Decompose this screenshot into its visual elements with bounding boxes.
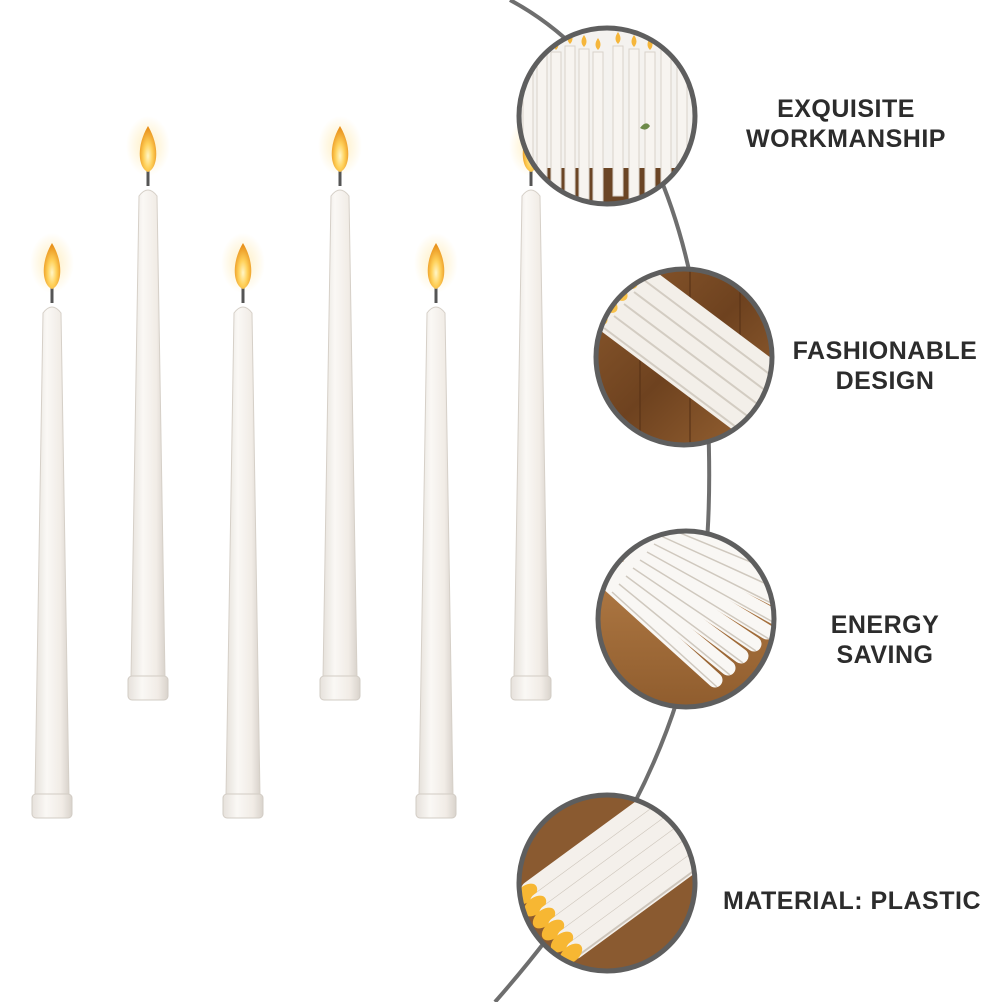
mini-candle [602,577,723,688]
candle [221,233,265,819]
mini-candle [612,45,624,197]
feature-line: WORKMANSHIP [746,125,946,153]
flame-icon [631,35,637,47]
feature-label-energy: ENERGY SAVING [735,610,1002,670]
mini-candle [605,301,772,439]
candle-base [222,793,264,819]
candle-body [322,189,358,679]
feature-line: FASHIONABLE [792,337,978,365]
mini-candle [609,569,736,676]
feature-label-workmanship: EXQUISITE WORKMANSHIP [696,94,996,154]
flame-icon [679,35,685,47]
mini-candle [616,561,749,664]
flame-icon [539,35,545,47]
candle-base [319,675,361,701]
feature-line: SAVING [836,641,934,669]
wick [146,170,150,186]
candle [126,116,170,701]
flame-icon [139,126,157,172]
candle-base [510,675,552,701]
feature-line: EXQUISITE [777,95,915,123]
candle-base [127,675,169,701]
flame-icon [43,243,61,289]
candle-body [513,189,549,679]
wick [529,170,533,186]
mini-candle [592,51,604,203]
candle-body [225,306,261,797]
mini-candle [630,545,774,640]
candles-bundle-unlit-photo [595,528,777,710]
candles-upright-photo [516,25,698,207]
candles-diagonal-lit-photo [593,266,775,448]
candle-group [30,116,553,819]
candle-tips-closeup-photo [516,792,698,974]
flame-icon [615,32,621,44]
flame-icon [663,32,669,44]
mini-candle [637,537,774,628]
mini-candle [660,45,672,197]
flame-icon [234,243,252,289]
candle [318,116,362,701]
flame-icon [427,243,445,289]
candle-body [418,306,454,797]
mini-candle [596,313,772,445]
candle-base [415,793,457,819]
wick [434,287,438,303]
mini-candle [651,531,774,604]
flame-icon [331,126,349,172]
wick [241,287,245,303]
mini-candle [550,51,562,203]
mini-candle [564,45,576,197]
wick [50,287,54,303]
flame-icon [525,32,531,44]
flame-icon [581,35,587,47]
mini-candle [628,48,640,200]
mini-candle [566,831,695,959]
candle [30,233,74,819]
feature-label-design: FASHIONABLE DESIGN [735,336,1002,396]
wick [338,170,342,186]
candle [414,233,458,819]
feature-line: ENERGY [830,611,940,639]
mini-candle [615,289,772,427]
flame-icon [595,38,601,50]
mini-candle [635,269,772,403]
candle [509,116,553,701]
feature-label-material: MATERIAL: PLASTIC [702,886,1002,916]
mini-candle [623,553,762,652]
candle-base [31,793,73,819]
candle-body [34,306,70,797]
mini-candle [578,48,590,200]
feature-line: MATERIAL: PLASTIC [722,887,981,915]
candle-body [130,189,166,679]
feature-line: DESIGN [835,367,935,395]
